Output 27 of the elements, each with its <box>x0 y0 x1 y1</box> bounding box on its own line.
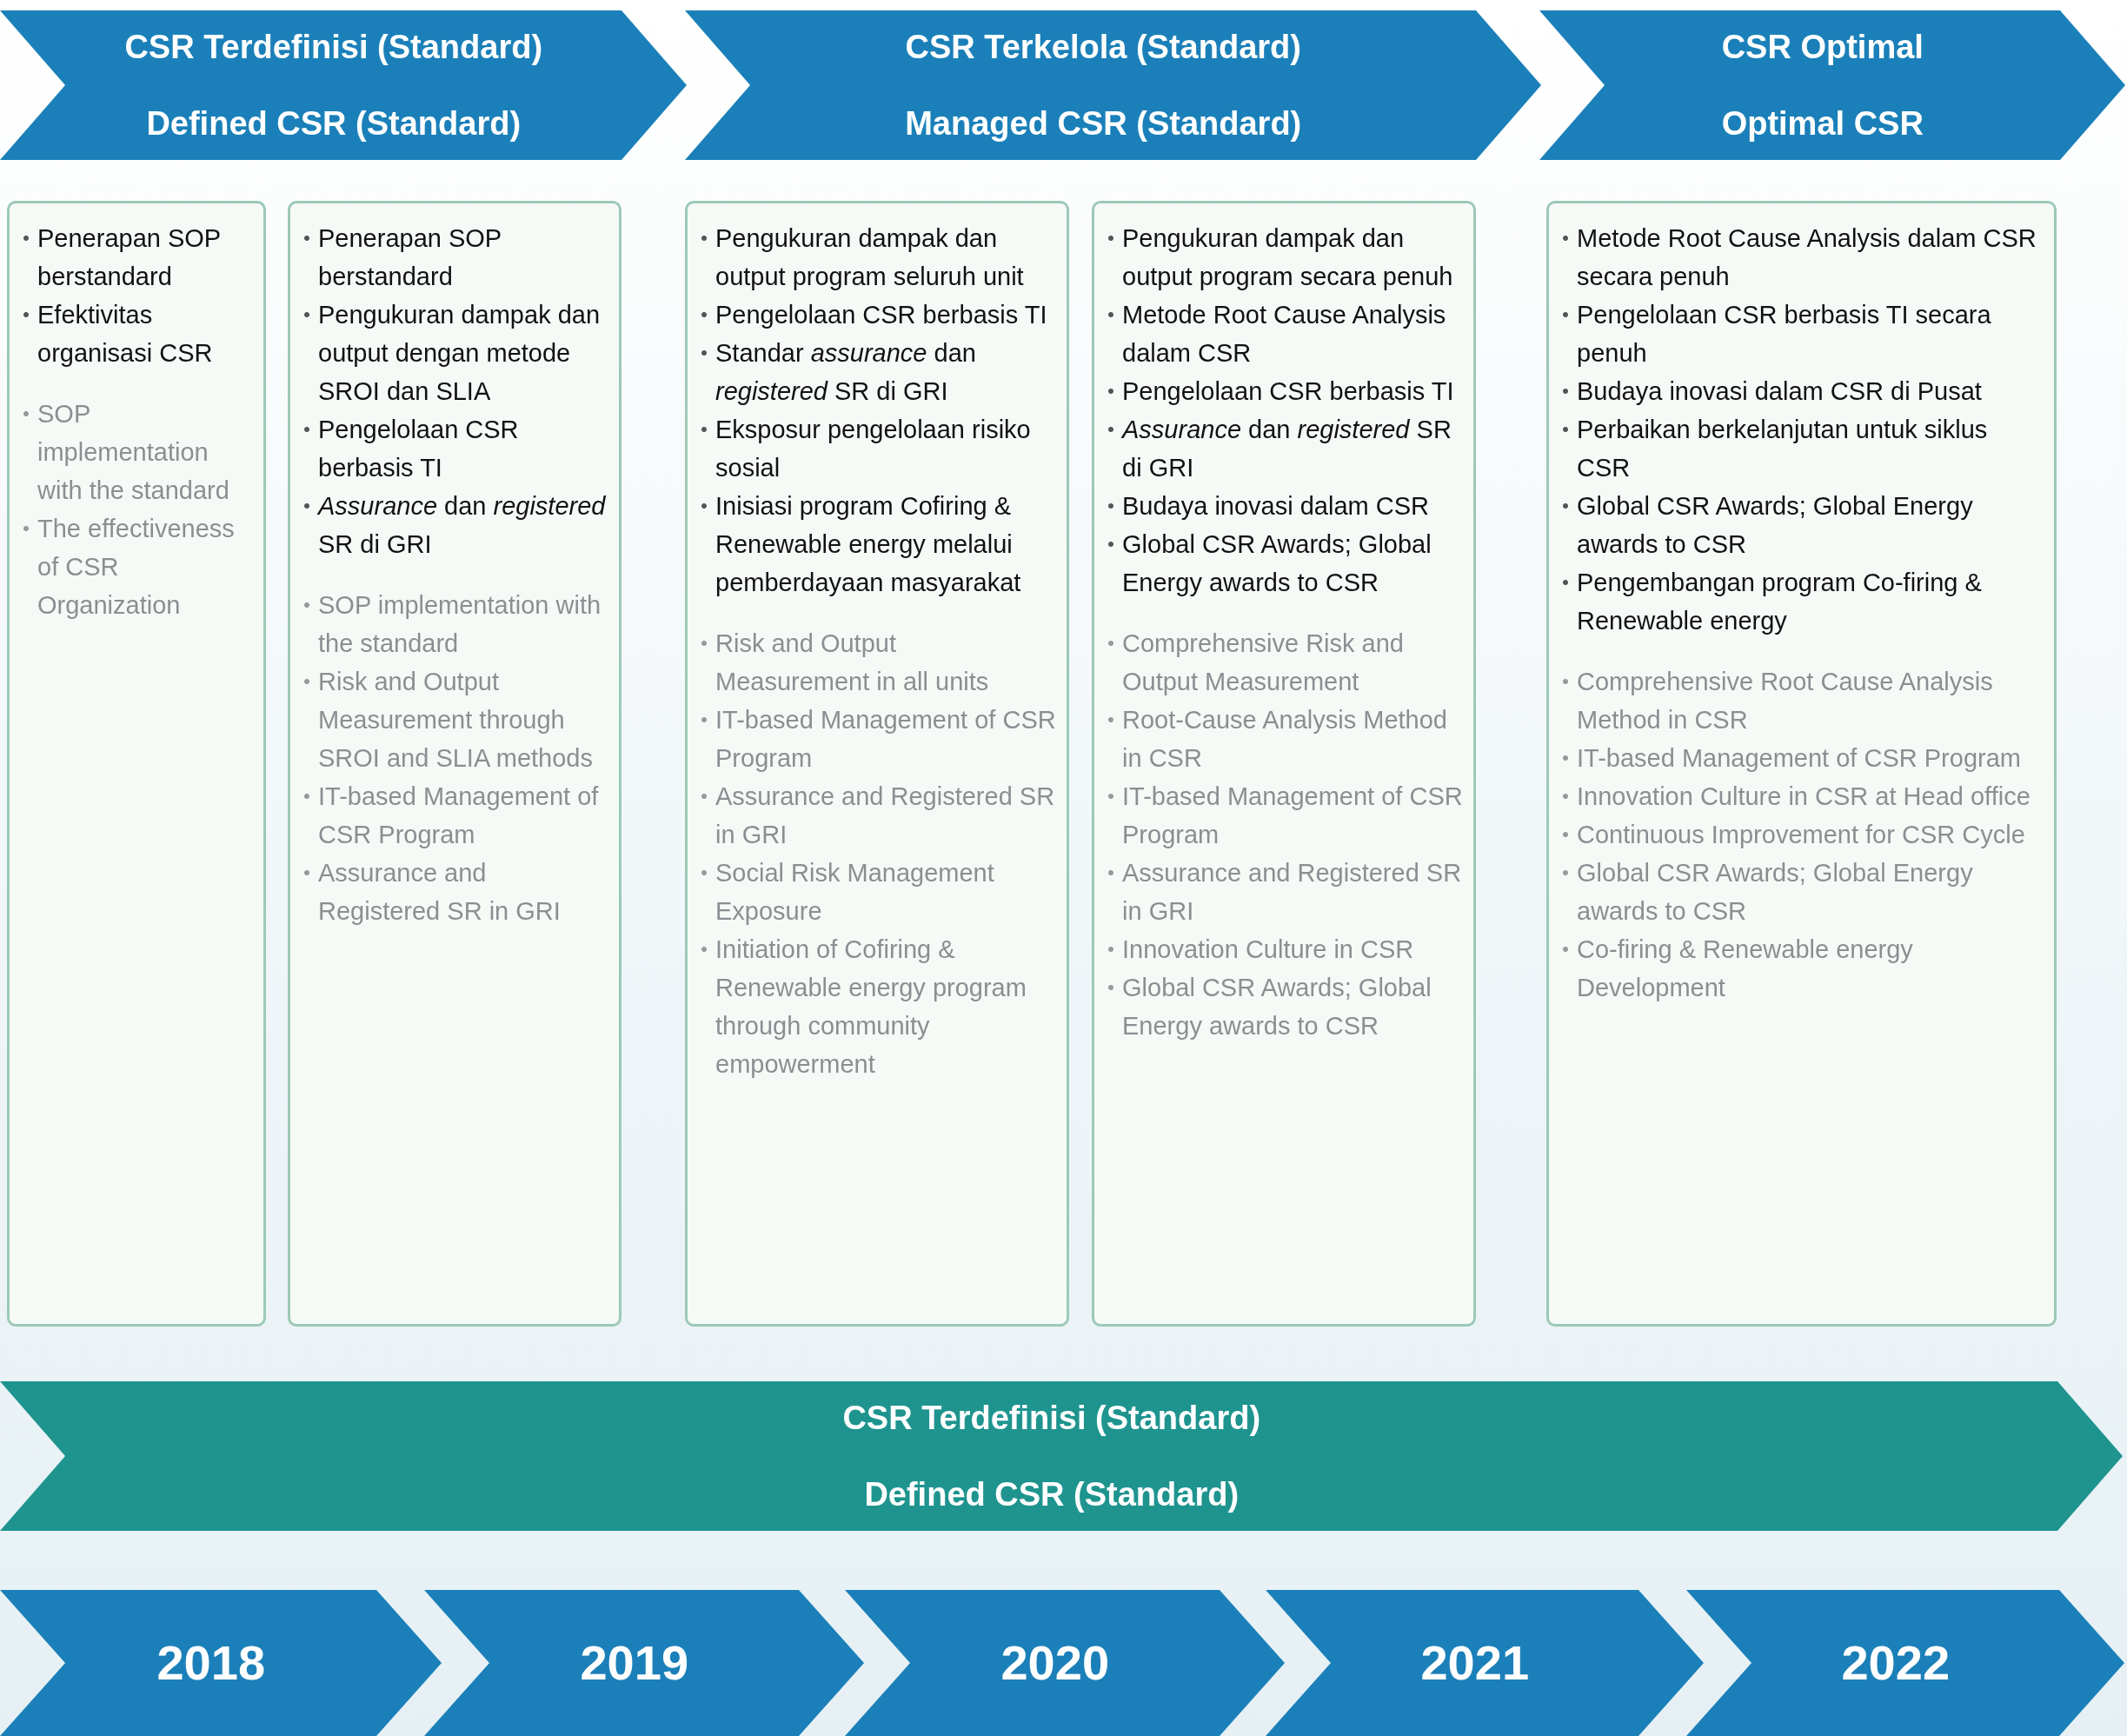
year-label: 2022 <box>1840 1634 1951 1692</box>
stage-title: CSR Terkelola (Standard) <box>904 28 1302 67</box>
chevron-banner <box>0 1590 442 1736</box>
chevron-banner <box>1686 1590 2124 1736</box>
stage-title: CSR Terdefinisi (Standard) <box>123 28 544 67</box>
chevron-banner <box>685 10 1541 160</box>
stage-title: CSR Terdefinisi (Standard) <box>841 1399 1262 1438</box>
milestone-card <box>7 201 266 1327</box>
stage-title: Managed CSR (Standard) <box>904 104 1303 143</box>
stage-title: Defined CSR (Standard) <box>863 1475 1240 1514</box>
chevron-banner <box>1539 10 2125 160</box>
year-label: 2020 <box>1000 1634 1111 1692</box>
milestone-card <box>288 201 621 1327</box>
year-label: 2019 <box>579 1634 690 1692</box>
chevron-banner <box>1266 1590 1704 1736</box>
year-label: 2018 <box>156 1634 267 1692</box>
milestone-card <box>1546 201 2057 1327</box>
stage-title: CSR Optimal <box>1720 28 1924 67</box>
chevron-banner <box>845 1590 1285 1736</box>
milestone-card <box>685 201 1069 1327</box>
stage-title: Defined CSR (Standard) <box>145 104 522 143</box>
year-label: 2021 <box>1419 1634 1531 1692</box>
stage-title: Optimal CSR <box>1720 104 1924 143</box>
chevron-banner <box>0 10 687 160</box>
chevron-banner <box>424 1590 864 1736</box>
chevron-banner <box>0 1381 2123 1531</box>
milestone-card <box>1092 201 1476 1327</box>
